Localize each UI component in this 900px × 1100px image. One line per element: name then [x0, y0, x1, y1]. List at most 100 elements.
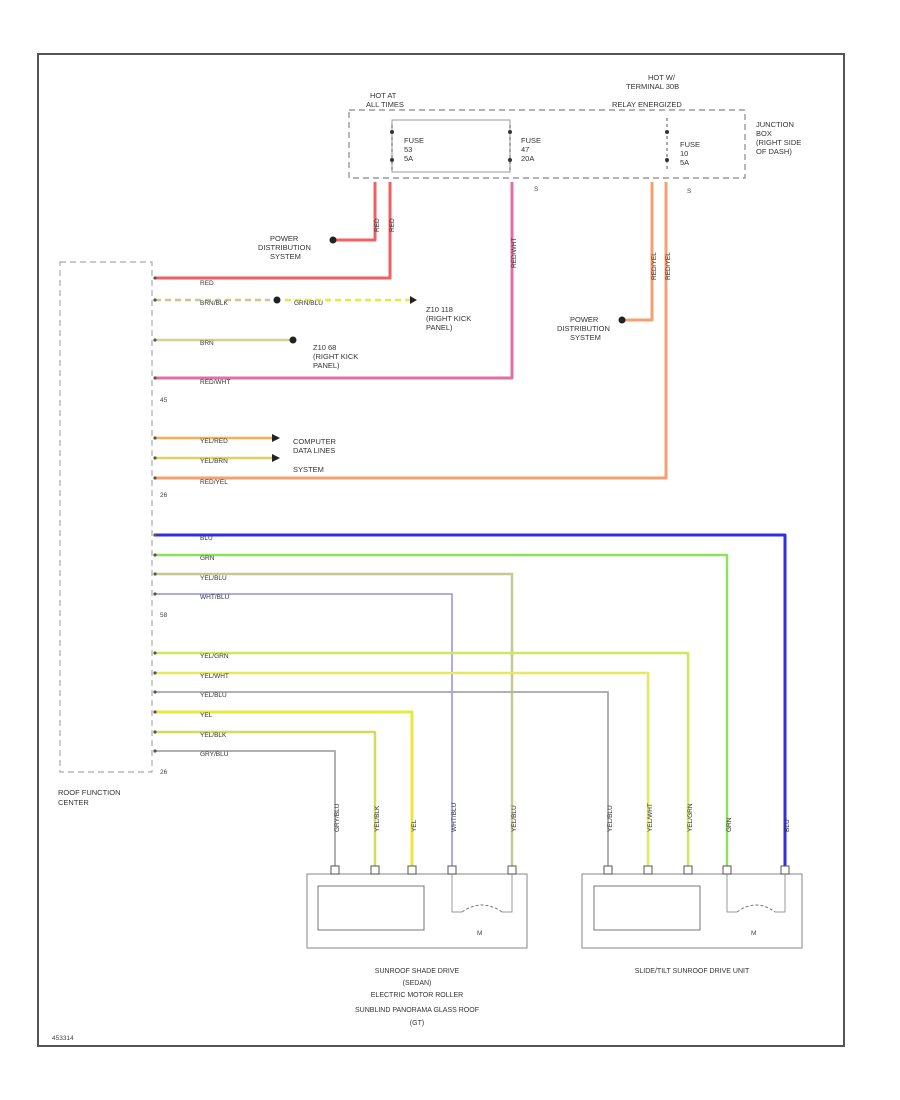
arrow-yel-red — [272, 434, 280, 442]
hot-right-label-3: RELAY ENERGIZED — [612, 100, 682, 109]
shade-drive-caption-1: SUNROOF SHADE DRIVE — [375, 968, 460, 975]
wire-label-yel-brn: YEL/BRN — [200, 458, 228, 465]
power-dist-right-3: SYSTEM — [570, 333, 601, 342]
vlabel-red-2: RED — [389, 218, 396, 232]
vlabel-yel-blk: YEL/BLK — [374, 805, 381, 832]
shade-drive-caption-2: (SEDAN) — [403, 980, 432, 987]
connector-label-2: 26 — [160, 492, 168, 499]
vlabel-yel-blu-2: YEL/BLU — [607, 805, 614, 832]
splice-dot-power-dist-left — [329, 236, 337, 244]
z10-118-label-1: Z10 118 — [426, 305, 453, 314]
vlabel-blu: BLU — [784, 819, 791, 832]
motor-m-2: M — [751, 930, 756, 937]
z10-118-label-2: (RIGHT KICK — [426, 314, 471, 323]
slide-tilt-drive-unit: M — [581, 873, 803, 949]
connector-label-1: 45 — [160, 397, 168, 404]
wire-label-yel: YEL — [200, 712, 213, 719]
wire-yel — [155, 710, 414, 870]
junction-box-name-4: OF DASH) — [756, 147, 792, 156]
fuse2-label-3: 20A — [521, 154, 534, 163]
shade-drive-caption-3: ELECTRIC MOTOR ROLLER — [371, 992, 463, 999]
roof-function-center-outline — [59, 261, 153, 773]
wire-label-yel-blk: YEL/BLK — [200, 732, 227, 739]
vlabel-red-yel-1: RED/YEL — [651, 252, 658, 280]
fuse1-label-2: 53 — [404, 145, 412, 154]
vlabel-wht-blu: WHT/BLU — [451, 802, 458, 832]
computer-data-1: COMPUTER — [293, 437, 337, 446]
wire-label-yel-grn: YEL/GRN — [200, 653, 229, 660]
wire-red-power-dist — [333, 182, 377, 242]
power-dist-left-1: POWER — [270, 234, 299, 243]
vlabel-yel-wht: YEL/WHT — [647, 803, 654, 832]
connector-label-4: 26 — [160, 769, 168, 776]
wire-label-red-yel: RED/YEL — [200, 479, 228, 486]
wire-label-brn: BRN — [200, 340, 214, 347]
vlabel-gry-blu: GRY/BLU — [334, 803, 341, 832]
fuse3-label-1: FUSE — [680, 140, 700, 149]
shade-drive-caption-5: (GT) — [410, 1020, 424, 1027]
wire-label-gry-blu: GRY/BLU — [200, 751, 229, 758]
fuse2-label-2: 47 — [521, 145, 529, 154]
wire-red — [155, 182, 392, 280]
wire-orange-power-dist — [622, 182, 654, 322]
power-dist-right-2: DISTRIBUTION — [557, 324, 610, 333]
slide-tilt-caption: SLIDE/TILT SUNROOF DRIVE UNIT — [635, 968, 750, 975]
hot-right-label-1: HOT W/ — [648, 73, 676, 82]
z10-68-label-2: (RIGHT KICK — [313, 352, 358, 361]
wire-label-yel-blu: YEL/BLU — [200, 575, 227, 582]
wire-yel-blu-2 — [155, 691, 609, 870]
wire-label-wht-blu: WHT/BLU — [200, 594, 230, 601]
fuse1-label-3: 5A — [404, 154, 413, 163]
wire-label-grn-blu: GRN/BLU — [294, 300, 323, 307]
wire-grn — [155, 553, 729, 870]
wire-yel-blk — [155, 730, 377, 870]
arrow-z10-118 — [410, 296, 417, 304]
junction-box-name-2: BOX — [756, 129, 772, 138]
fuse3-label-3: 5A — [680, 158, 689, 167]
hot-left-label-2: ALL TIMES — [366, 100, 404, 109]
module-name-1: ROOF FUNCTION — [58, 788, 121, 797]
vlabel-yel: YEL — [411, 819, 418, 832]
power-dist-left-2: DISTRIBUTION — [258, 243, 311, 252]
wire-red-yel — [155, 182, 668, 480]
power-dist-right-1: POWER — [570, 315, 599, 324]
computer-data-3: SYSTEM — [293, 465, 324, 474]
svg-text:S: S — [534, 186, 539, 193]
wire-label-grn: GRN — [200, 555, 215, 562]
computer-data-2: DATA LINES — [293, 446, 335, 455]
vlabel-red-yel-2: RED/YEL — [665, 252, 672, 280]
wire-wht-blu — [155, 593, 453, 870]
hot-right-label-2: TERMINAL 30B — [626, 82, 679, 91]
fuse2-label-1: FUSE — [521, 136, 541, 145]
junction-box-outline — [348, 109, 746, 179]
wire-label-yel-blu-2: YEL/BLU — [200, 692, 227, 699]
vlabel-red-1: RED — [374, 218, 381, 232]
splice-dot-power-dist-right — [618, 316, 626, 324]
junction-box: HOT AT ALL TIMES HOT W/ TERMINAL 30B REL… — [348, 73, 801, 195]
z10-118-label-3: PANEL) — [426, 323, 453, 332]
arrow-yel-brn — [272, 454, 280, 462]
wire-label-red-wht: RED/WHT — [200, 379, 230, 386]
vlabel-yel-blu: YEL/BLU — [511, 805, 518, 832]
wire-yel-blu — [155, 572, 514, 870]
ground-dot-z10-68 — [289, 336, 297, 344]
diagram-code: 453314 — [52, 1035, 74, 1042]
wire-red-wht — [155, 182, 514, 380]
wire-label-yel-red: YEL/RED — [200, 438, 228, 445]
wire-yel-grn — [155, 651, 690, 870]
diagram-frame — [37, 53, 845, 1047]
wire-label-yel-wht: YEL/WHT — [200, 673, 229, 680]
vlabel-red-wht: RED/WHT — [511, 238, 518, 268]
motor-m-1: M — [477, 930, 482, 937]
fuse3-label-2: 10 — [680, 149, 688, 158]
junction-box-name-3: (RIGHT SIDE — [756, 138, 801, 147]
junction-box-name-1: JUNCTION — [756, 120, 794, 129]
shade-drive-caption-4: SUNBLIND PANORAMA GLASS ROOF — [355, 1007, 479, 1014]
wire-yel-wht — [155, 671, 650, 870]
sunroof-shade-drive: M — [306, 873, 528, 949]
wire-label-blu: BLU — [200, 535, 213, 542]
wire-label-brn-blk: BRN/BLK — [200, 300, 228, 307]
fuse1-label-1: FUSE — [404, 136, 424, 145]
wire-label-red: RED — [200, 280, 214, 287]
